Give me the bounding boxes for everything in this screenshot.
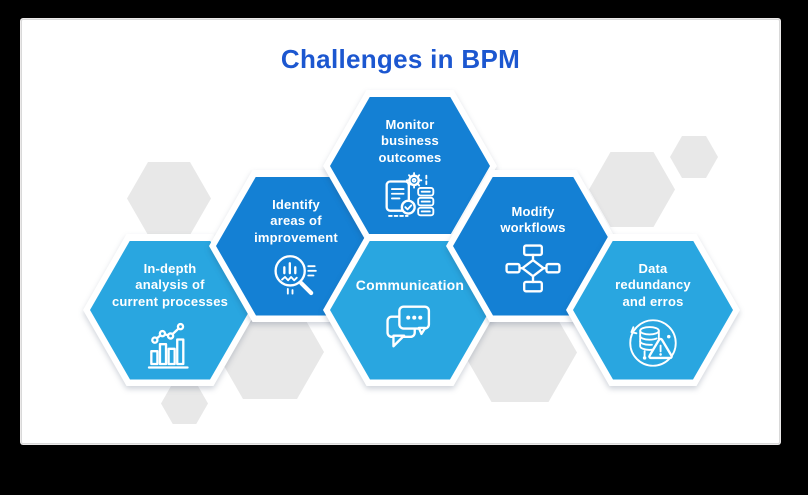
bar-line-chart-icon	[142, 315, 198, 371]
flowchart-icon	[503, 242, 563, 296]
hexagon-label: Data redundancy and erros	[615, 260, 691, 309]
hexagon-label: Identify areas of improvement	[254, 196, 338, 245]
decor-hexagon	[161, 383, 208, 424]
hexagon-label: Modify workflows	[500, 203, 566, 236]
hexagon-label: Monitor business outcomes	[378, 116, 442, 165]
hexagon-label: Communication	[355, 276, 465, 293]
chat-bubbles-icon	[381, 299, 439, 351]
hexagon-label: In-depth analysis of current processes	[111, 260, 229, 309]
decor-hexagon	[670, 136, 718, 178]
hexagon-data-redundancy: Data redundancy and erros	[566, 234, 740, 386]
database-warning-icon	[624, 315, 682, 371]
magnifier-chart-icon	[267, 251, 325, 307]
page-title: Challenges in BPM	[280, 44, 521, 74]
document-gear-checklist-icon	[380, 171, 440, 227]
decor-hexagon	[127, 162, 211, 235]
